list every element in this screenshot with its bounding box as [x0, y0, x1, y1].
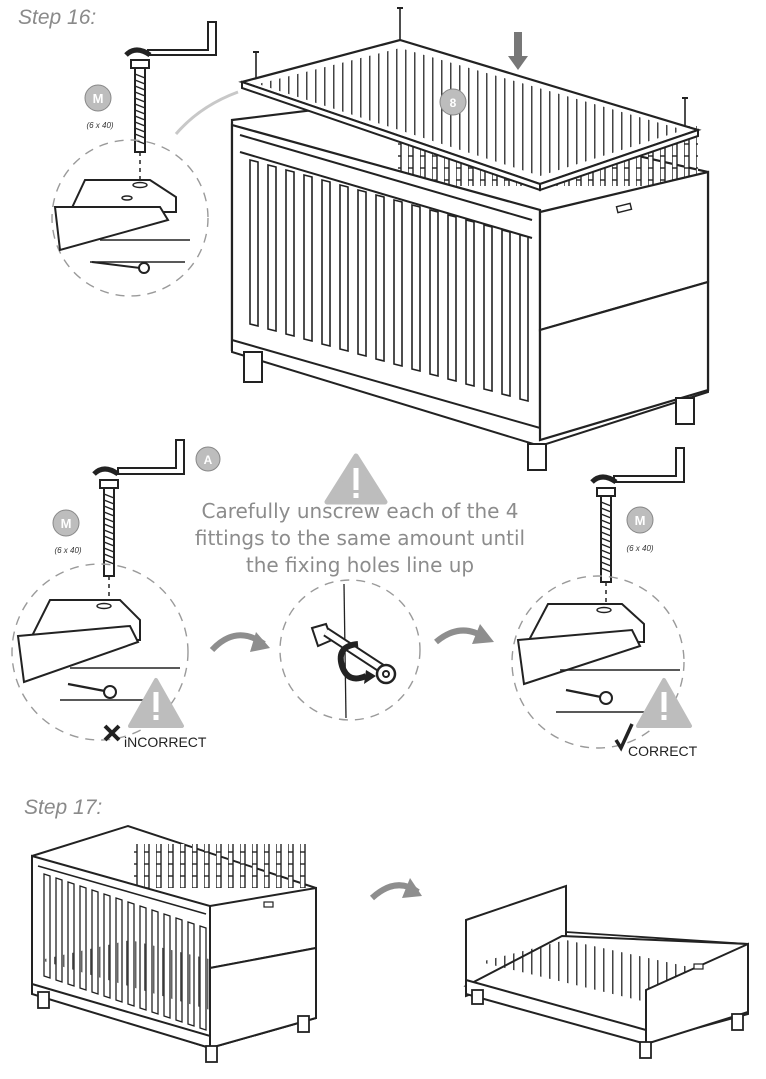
step-16-title: Step 16:	[18, 6, 97, 29]
instruction-text: Carefully unscrew each of the 4 fittings…	[180, 498, 540, 579]
tool-a-badge	[195, 446, 221, 472]
tool-a-badge-label: A	[204, 453, 213, 467]
crib-step17	[31, 824, 317, 1063]
part-8-badge-label: 8	[450, 96, 457, 110]
detail-incorrect: A M (6 x 40) iNC	[11, 439, 221, 750]
bolt-icon	[596, 487, 616, 583]
part-m-badge-label: M	[635, 513, 646, 528]
instruction-line-3: the fixing holes line up	[245, 553, 475, 577]
instruction-line-2: fittings to the same amount until	[194, 526, 526, 550]
step-17-title: Step 17:	[24, 796, 103, 819]
part-m-size-label: (6 x 40)	[86, 121, 113, 130]
part-8-badge	[439, 88, 467, 116]
warning-icon	[324, 453, 388, 505]
detail-correct: M (6 x 40) CORRECT	[511, 447, 698, 759]
correct-label: CORRECT	[628, 743, 698, 759]
down-arrow-icon	[508, 32, 528, 70]
detail-circle	[51, 139, 209, 297]
bolt-icon	[99, 479, 119, 577]
instruction-line-1: Carefully unscrew each of the 4	[201, 499, 519, 523]
part-m-badge-label: M	[61, 516, 72, 531]
part-m-badge	[626, 506, 654, 534]
allen-key-icon	[613, 447, 685, 483]
crib-step16: 8	[230, 7, 710, 471]
allen-key-icon	[147, 21, 217, 56]
part-m-size-label: (6 x 40)	[54, 546, 81, 555]
detail-bolt-top-left: M (6 x 40)	[51, 21, 239, 297]
detail-circle	[11, 563, 189, 741]
cross-icon	[103, 724, 121, 742]
part-m-badge	[52, 509, 80, 537]
incorrect-label: iNCORRECT	[124, 734, 207, 750]
detail-circle	[511, 575, 685, 749]
detail-circle	[279, 579, 421, 721]
warning-icon	[128, 678, 184, 728]
part-m-badge	[84, 84, 112, 112]
detail-rotation	[279, 579, 421, 721]
check-icon	[614, 723, 634, 752]
allen-key-icon	[117, 439, 185, 475]
bolt-icon	[130, 59, 150, 153]
part-m-size-label: (6 x 40)	[626, 544, 653, 553]
warning-icon	[636, 678, 692, 728]
part-m-badge-label: M	[93, 91, 104, 106]
toddler-bed	[463, 884, 749, 1059]
